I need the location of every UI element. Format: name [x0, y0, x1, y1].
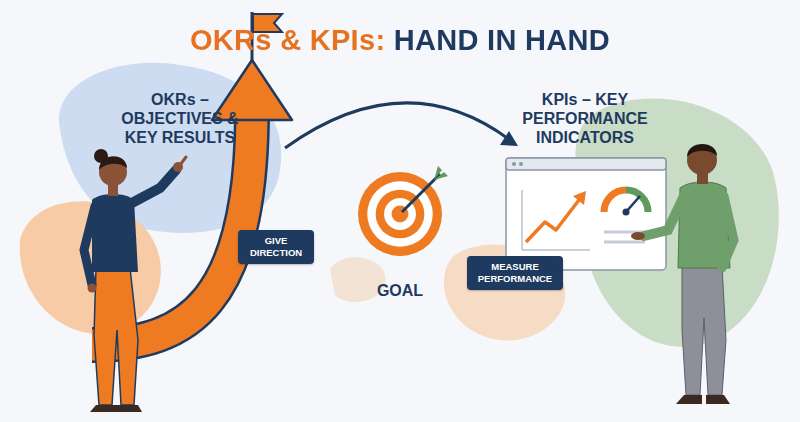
curved-arrow: [285, 103, 510, 148]
woman-figure: [84, 149, 186, 412]
badge-text: GIVE DIRECTION: [245, 235, 307, 259]
badge-text: MEASURE PERFORMANCE: [474, 261, 556, 285]
label-badge: GIVE DIRECTION: [238, 230, 314, 264]
dashboard: [506, 158, 666, 270]
man-figure: [631, 144, 734, 404]
section-heading: OKRs – OBJECTIVES & KEY RESULTS: [105, 90, 255, 148]
peach-blob: [444, 244, 565, 340]
goal-target: GOAL: [358, 172, 442, 256]
goal-label: GOAL: [377, 282, 423, 300]
arrow-head: [500, 131, 518, 146]
section-heading: KPIs – KEY PERFORMANCE INDICATORS: [496, 90, 674, 148]
label-badge: MEASURE PERFORMANCE: [467, 256, 563, 290]
target-symbol: [358, 162, 472, 256]
peach-blob: [20, 201, 161, 333]
title: OKRs & KPIs: HAND IN HAND: [190, 24, 610, 57]
